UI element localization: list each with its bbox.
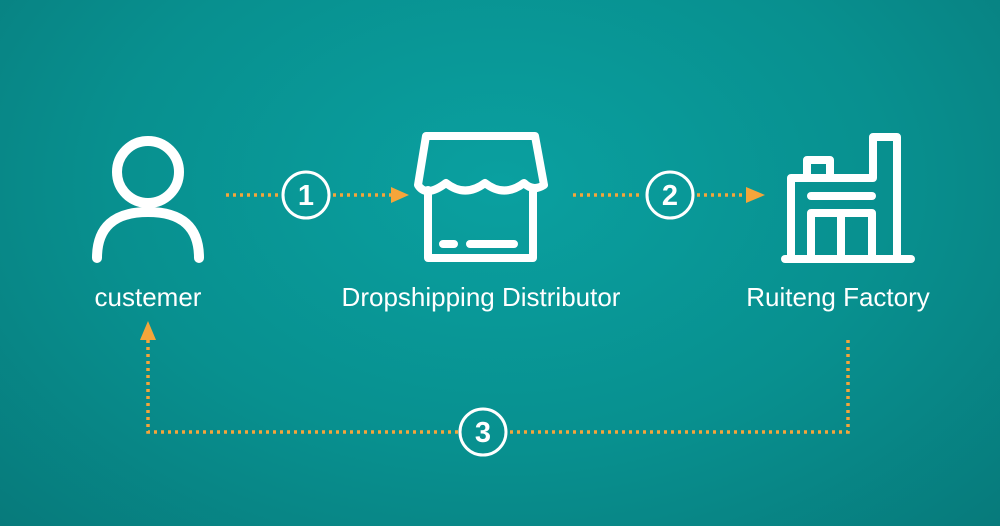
step-2-number: 2: [662, 180, 678, 212]
step-2-badge: [645, 170, 695, 220]
arrow-3-line-a: [508, 340, 850, 434]
factory-label: Ruiteng Factory: [746, 282, 930, 312]
step-3-badge: [458, 407, 508, 457]
arrowhead-3: [140, 321, 156, 340]
factory-icon: [781, 133, 915, 263]
distributor-label: Dropshipping Distributor: [342, 282, 621, 312]
customer-label: custemer: [95, 282, 202, 312]
person-icon: [92, 136, 204, 263]
arrowhead-1: [391, 187, 409, 203]
arrow-3-line-b: [146, 340, 458, 434]
step-1-number: 1: [298, 180, 314, 212]
store-icon: [414, 132, 548, 262]
step-3-number: 3: [475, 417, 491, 449]
arrowhead-2: [746, 187, 765, 203]
step-1-badge: [281, 170, 331, 220]
